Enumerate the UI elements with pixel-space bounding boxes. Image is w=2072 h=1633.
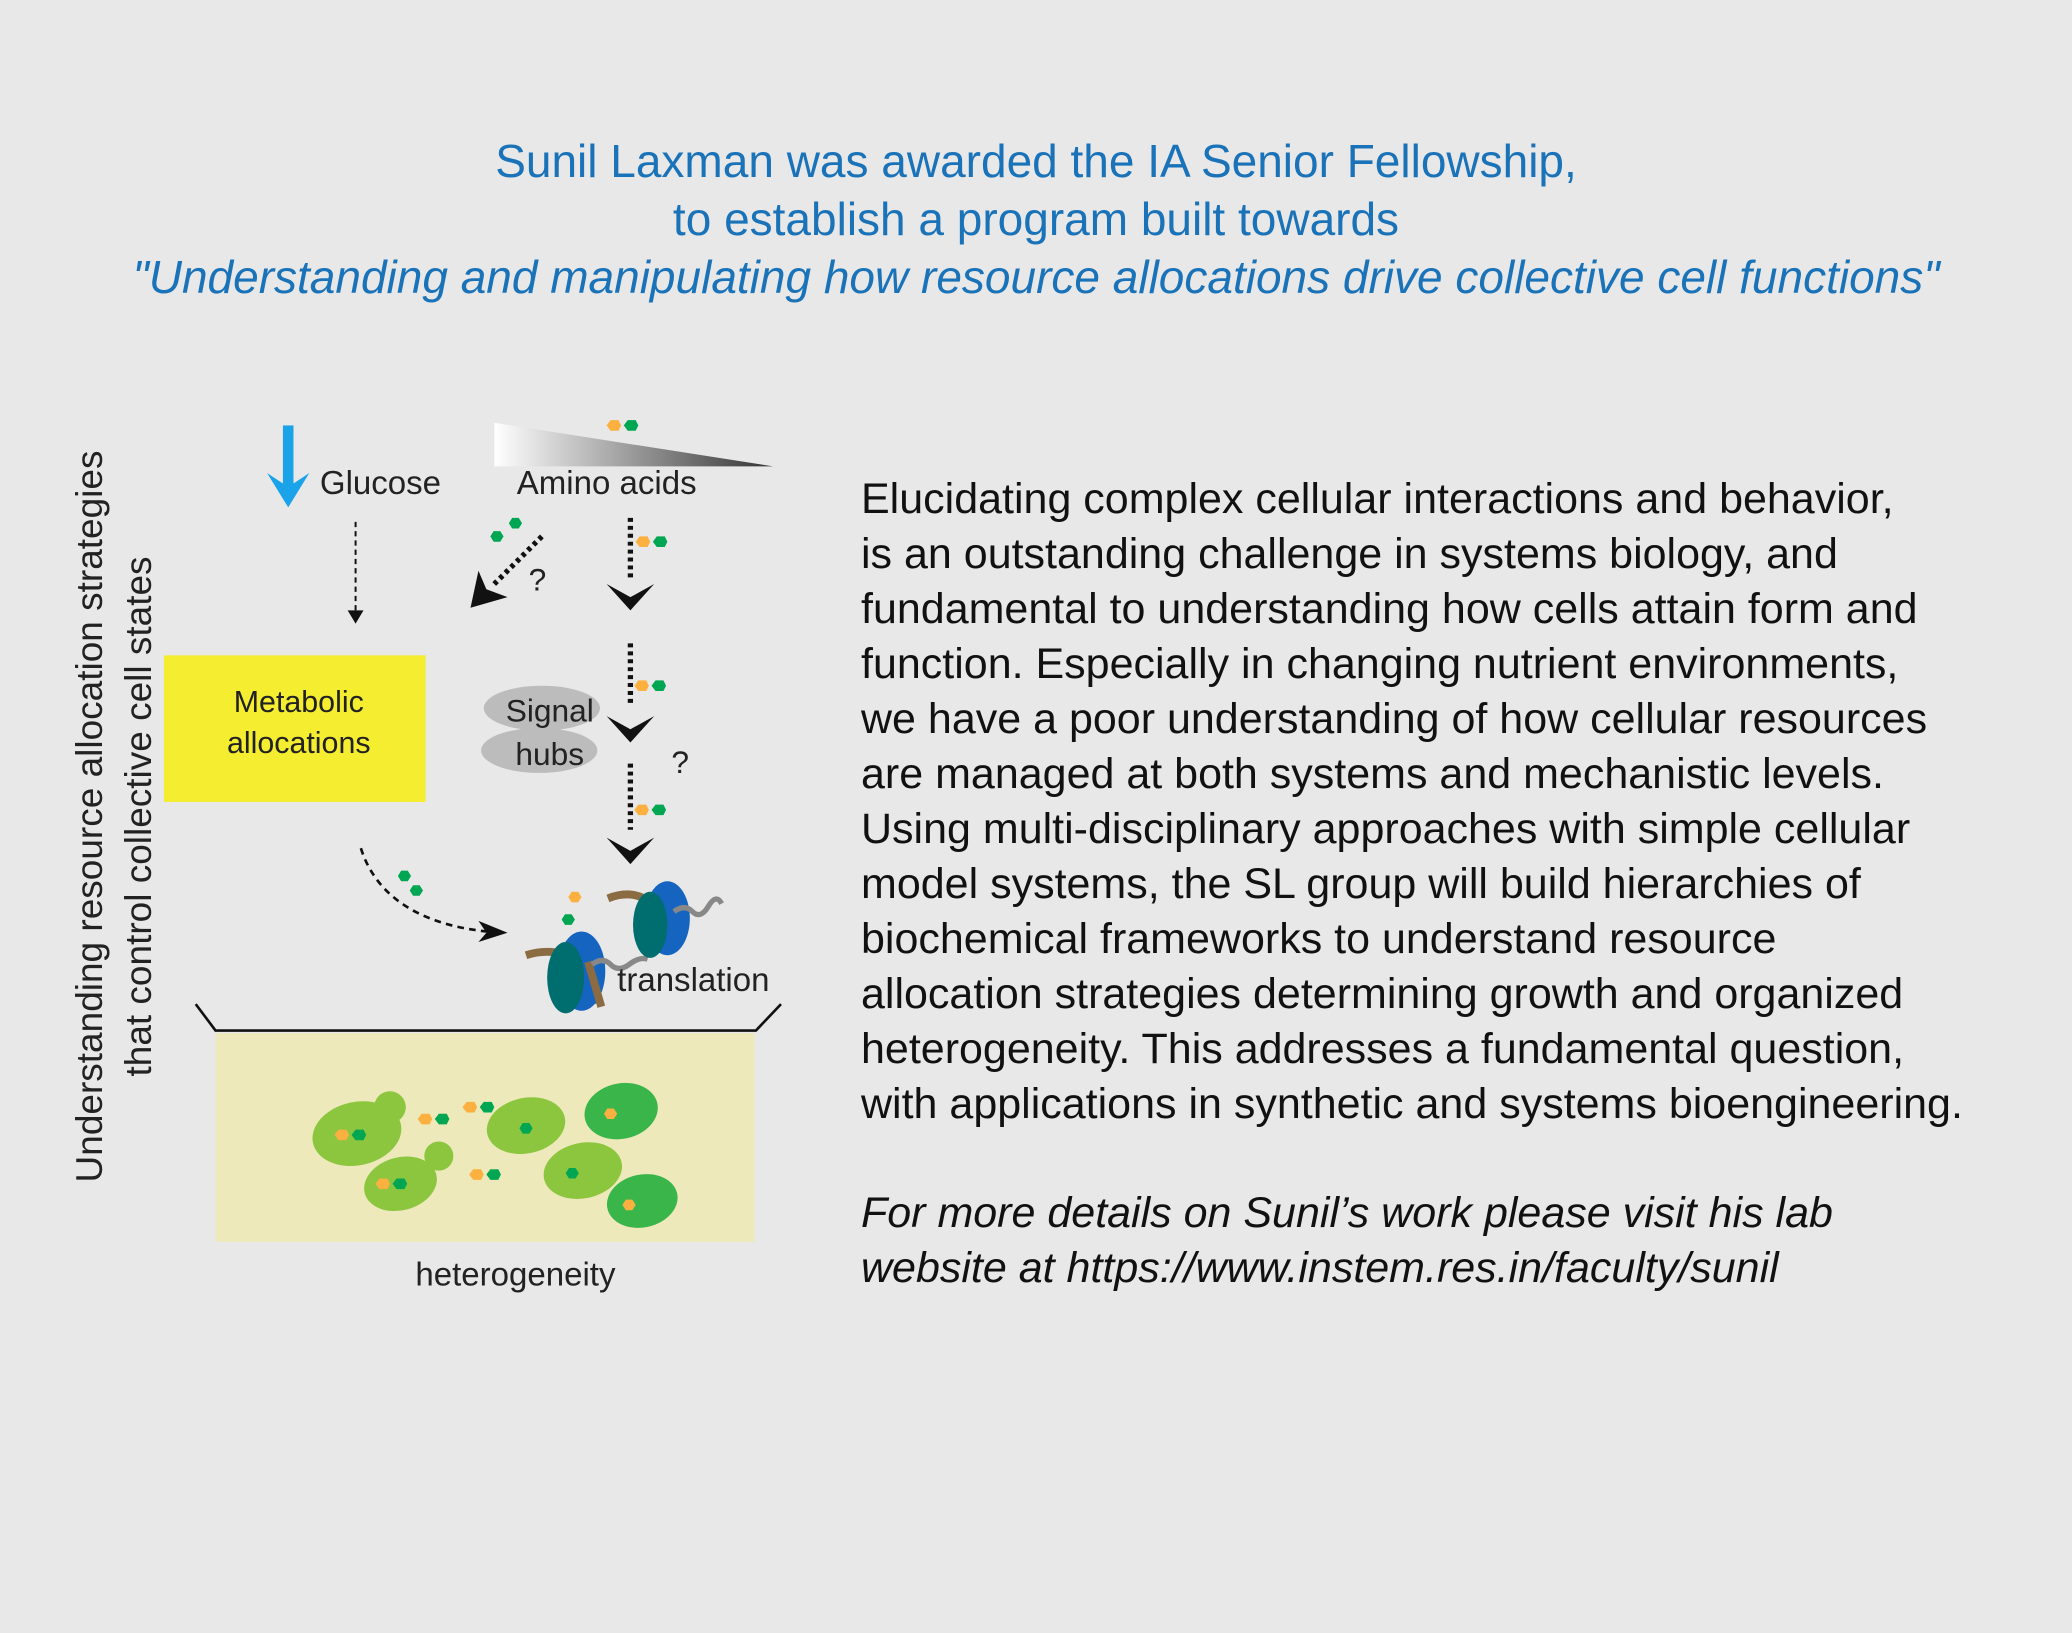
description-line: Using multi-disciplinary approaches with… [861,805,1911,853]
metabolic-allocations-box [164,655,426,802]
description-text: Elucidating complex cellular interaction… [861,472,2061,1132]
curved-dashed-arrow [359,847,508,943]
glucose-dashed-arrow [347,521,364,624]
header-program-title: "Understanding and manipulating how reso… [132,251,1940,303]
description-line: function. Especially in changing nutrien… [861,640,1899,688]
description-line: model systems, the SL group will build h… [861,860,1861,908]
amino-acids-label: Amino acids [517,464,697,501]
cell-culture [215,1033,755,1242]
side-label: Understanding resource allocation strate… [69,451,159,1183]
header-line-2: to establish a program built towards [672,193,1400,245]
side-label-line-1: Understanding resource allocation strate… [69,451,110,1183]
question-mark-2: ? [671,744,689,780]
description-line: we have a poor understanding of how cell… [861,695,1928,743]
metabolic-label-1: Metabolic [234,685,364,719]
hubs-label: hubs [515,736,584,772]
lab-website-link[interactable]: website at https://www.instem.res.in/fac… [861,1244,1779,1292]
heterogeneity-label: heterogeneity [415,1256,616,1293]
description-line: fundamental to understanding how cells a… [861,585,1918,633]
diagonal-dotted-arrow: ? [470,517,547,608]
description-line: is an outstanding challenge in systems b… [861,530,1838,578]
ribosome-icons [524,881,724,1014]
culture-bracket [194,1003,782,1032]
announcement-header: Sunil Laxman was awarded the IA Senior F… [0,132,2072,306]
yeast-cells [312,1082,678,1228]
header-line-1: Sunil Laxman was awarded the IA Senior F… [495,135,1577,187]
description-line: heterogeneity. This addresses a fundamen… [861,1025,1905,1073]
glucose-arrow-icon [267,425,310,508]
side-label-line-2: that control collective cell states [118,556,159,1076]
description-line: with applications in synthetic and syste… [861,1080,1963,1128]
vertical-dotted-arrows: ? [606,517,689,865]
translation-label: translation [617,961,769,998]
more-details-line-1: For more details on Sunil’s work please … [861,1189,1833,1237]
signal-label: Signal [506,692,594,728]
description-line: are managed at both systems and mechanis… [861,750,1884,798]
metabolic-label-2: allocations [227,726,371,760]
question-mark: ? [529,562,547,598]
glucose-label: Glucose [320,464,441,501]
description-line: allocation strategies determining growth… [861,970,1904,1018]
description-line: Elucidating complex cellular interaction… [861,475,1894,523]
description-line: biochemical frameworks to understand res… [861,915,1777,963]
signal-hubs: Signal hubs [481,685,601,773]
amino-acid-gradient [494,422,774,467]
more-details-note: For more details on Sunil’s work please … [861,1186,1833,1296]
